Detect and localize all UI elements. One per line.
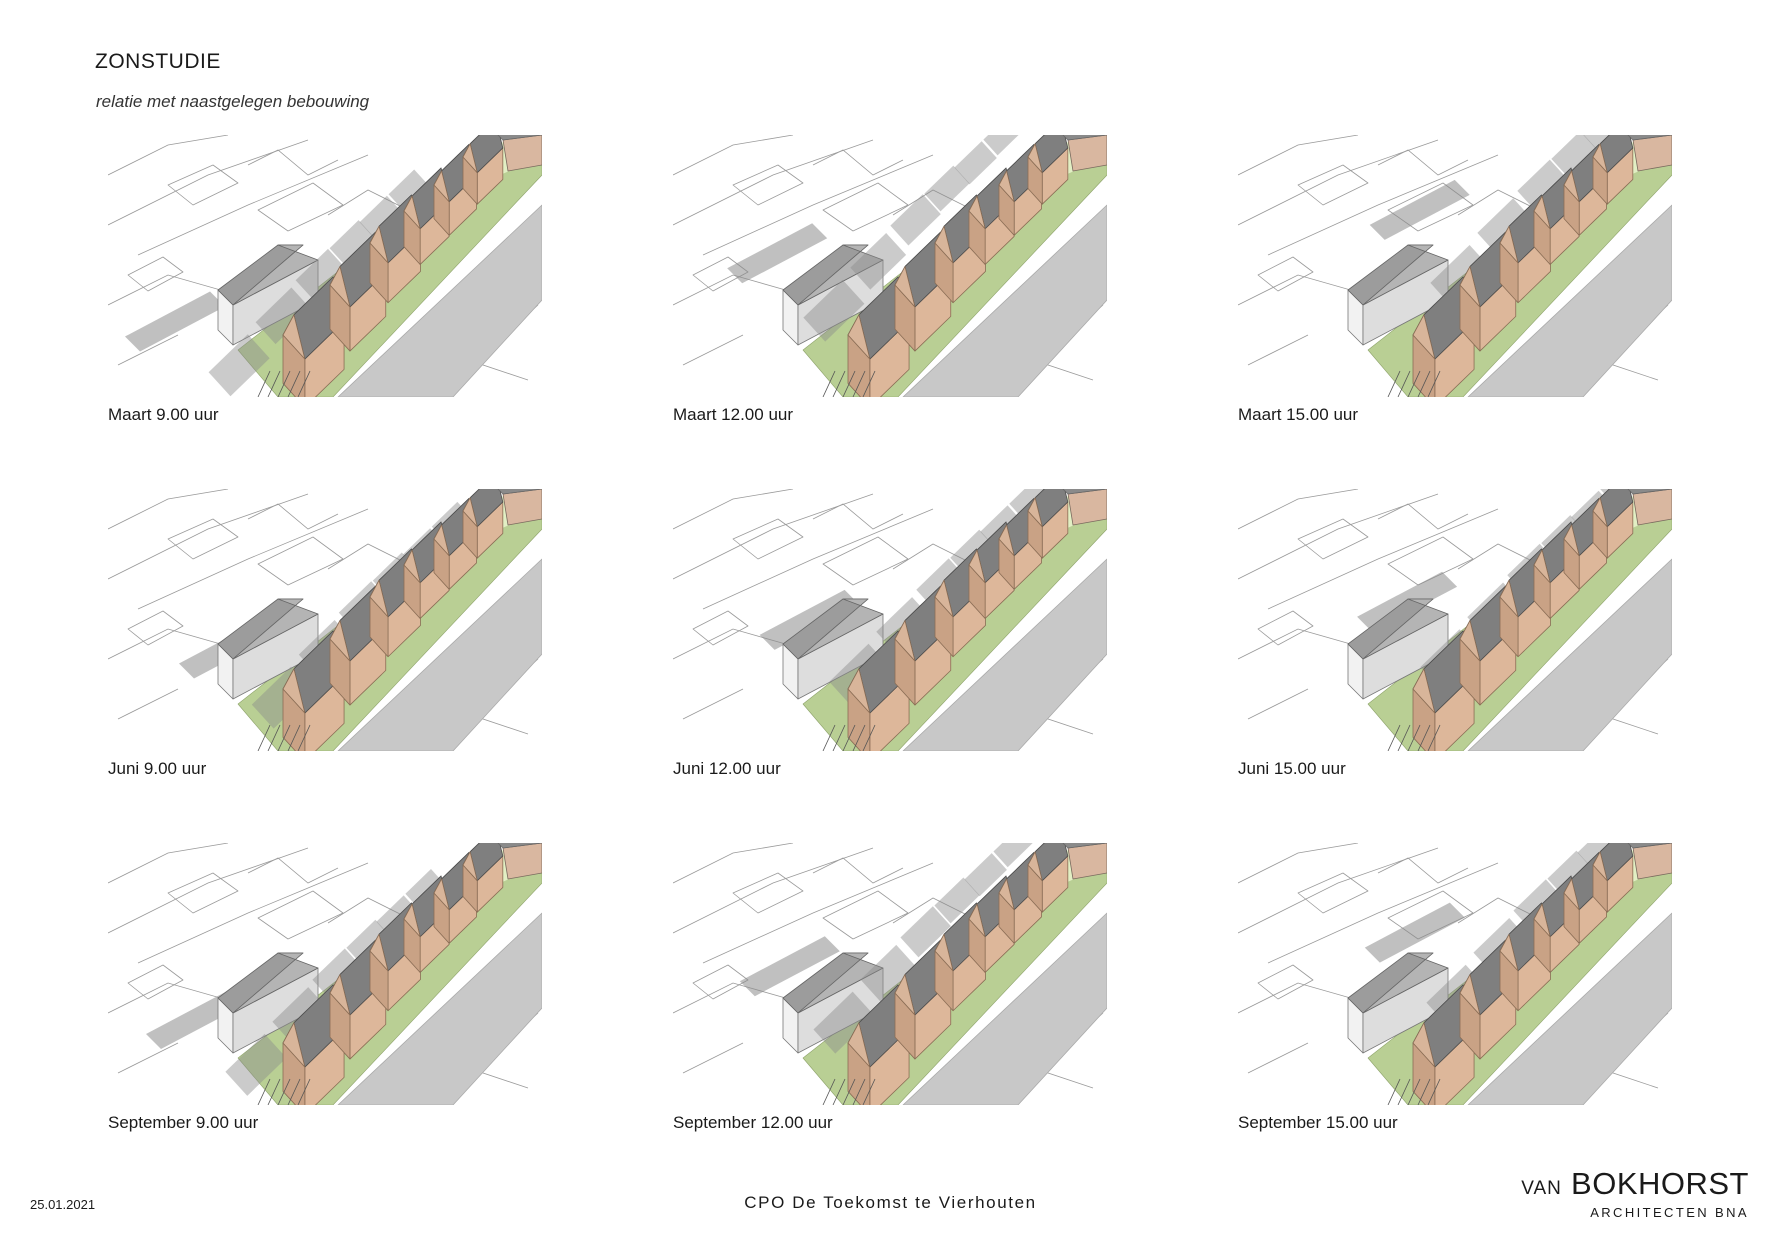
page-title: ZONSTUDIE [95, 50, 221, 73]
sun-study-render [108, 843, 542, 1105]
sun-study-panel [673, 843, 1107, 1105]
sun-study-render [1238, 489, 1672, 751]
panel-caption: Maart 9.00 uur [108, 405, 219, 424]
logo-wordmark: VAN BOKHORST [1521, 1168, 1749, 1204]
page-subtitle: relatie met naastgelegen bebouwing [96, 92, 370, 111]
panel-caption: Maart 12.00 uur [673, 405, 794, 424]
sun-study-panel [108, 489, 542, 751]
sun-study-render [673, 843, 1107, 1105]
panel-caption: Juni 9.00 uur [108, 759, 207, 778]
sun-study-render [108, 135, 542, 397]
sun-study-render [1238, 843, 1672, 1105]
sun-study-panel [673, 489, 1107, 751]
sun-study-render [1238, 135, 1672, 397]
panel-caption: September 12.00 uur [673, 1113, 833, 1132]
sun-study-render [673, 135, 1107, 397]
footer-project-name: CPO De Toekomst te Vierhouten [744, 1193, 1037, 1212]
sun-study-panel [108, 135, 542, 397]
sun-study-panel [673, 135, 1107, 397]
sun-study-panel [108, 843, 542, 1105]
panel-caption: September 15.00 uur [1238, 1113, 1398, 1132]
panel-caption: Juni 15.00 uur [1238, 759, 1346, 778]
footer-date: 25.01.2021 [30, 1197, 96, 1212]
sun-study-panel [1238, 843, 1672, 1105]
panel-caption: Maart 15.00 uur [1238, 405, 1359, 424]
logo-subtitle: ARCHITECTEN BNA [1590, 1205, 1749, 1220]
sun-study-render [673, 489, 1107, 751]
company-logo: VAN BOKHORST ARCHITECTEN BNA [1521, 1168, 1749, 1220]
panel-caption: September 9.00 uur [108, 1113, 259, 1132]
logo-prefix: VAN [1521, 1178, 1562, 1199]
logo-name: BOKHORST [1571, 1166, 1749, 1201]
sun-study-panel [1238, 489, 1672, 751]
panel-caption: Juni 12.00 uur [673, 759, 781, 778]
sun-study-panel [1238, 135, 1672, 397]
sun-study-render [108, 489, 542, 751]
